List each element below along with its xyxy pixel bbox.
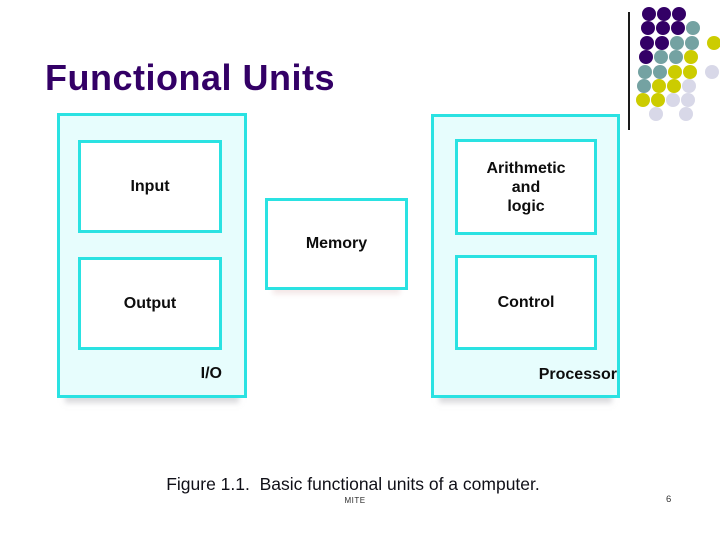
decoration-dot — [640, 36, 654, 50]
decoration-dot — [705, 65, 719, 79]
io-group-box: Input Output I/O — [57, 113, 247, 398]
footer-brand: MITE — [344, 496, 366, 505]
decoration-dot — [707, 36, 720, 50]
input-label: Input — [130, 178, 170, 195]
decoration-dot — [656, 21, 670, 35]
page-number: 6 — [666, 494, 672, 505]
decoration-dot — [638, 65, 652, 79]
decoration-dot — [672, 7, 686, 21]
corner-rule-line — [628, 12, 630, 130]
decoration-dot — [670, 36, 684, 50]
processor-group-label: Processor — [538, 366, 617, 383]
alu-unit-box: Arithmetic and logic — [455, 139, 597, 235]
decoration-dot — [637, 79, 651, 93]
decoration-dot — [679, 107, 693, 121]
decoration-dot — [671, 21, 685, 35]
decoration-dot — [685, 36, 699, 50]
decoration-dot — [642, 7, 656, 21]
decoration-dot — [684, 50, 698, 64]
decoration-dot — [655, 36, 669, 50]
decoration-dot — [686, 21, 700, 35]
io-group-label: I/O — [200, 365, 222, 382]
alu-label-line1: Arithmetic — [486, 159, 566, 177]
decoration-dot — [669, 50, 683, 64]
decoration-dot — [683, 65, 697, 79]
alu-label-line2: and — [511, 178, 541, 196]
decoration-dot — [649, 107, 663, 121]
memory-unit-box: Memory — [265, 198, 408, 290]
control-unit-box: Control — [455, 255, 597, 350]
decoration-dot — [668, 65, 682, 79]
slide-title: Functional Units — [45, 57, 335, 98]
alu-label-line3: logic — [507, 197, 545, 215]
decoration-dot — [681, 93, 695, 107]
decoration-dot — [657, 7, 671, 21]
decoration-dot — [653, 65, 667, 79]
decoration-dot — [636, 93, 650, 107]
input-unit-box: Input — [78, 140, 222, 233]
decoration-dot — [651, 93, 665, 107]
decoration-dot — [654, 50, 668, 64]
decoration-dot — [652, 79, 666, 93]
processor-group-box: Arithmetic and logic Control Processor — [431, 114, 620, 398]
decoration-dot — [639, 50, 653, 64]
decoration-dot — [667, 79, 681, 93]
decoration-dot — [666, 93, 680, 107]
output-label: Output — [123, 295, 177, 312]
memory-label: Memory — [305, 235, 368, 252]
figure-caption: Figure 1.1. Basic functional units of a … — [166, 474, 540, 494]
control-label: Control — [497, 294, 555, 311]
output-unit-box: Output — [78, 257, 222, 350]
decoration-dot — [682, 79, 696, 93]
decoration-dot — [641, 21, 655, 35]
